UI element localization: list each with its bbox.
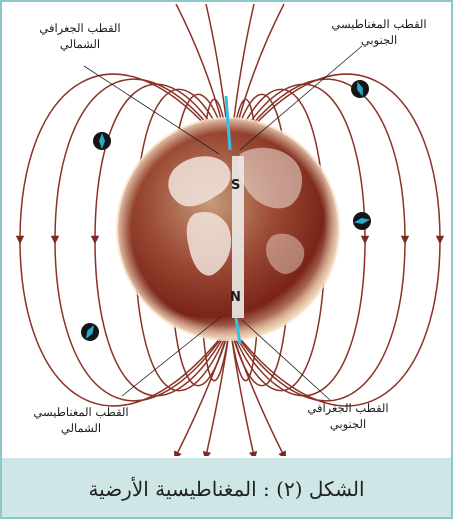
field-line [90, 83, 231, 397]
label-leader-lines [83, 45, 363, 401]
label-magnetic-north: القطب المغناطيسي الشمالي [26, 404, 136, 436]
compass-needle [353, 212, 371, 230]
label-geographic-south-line1: القطب الجغرافي [307, 401, 389, 415]
figure-caption: الشكل (٢) : المغناطيسية الأرضية [2, 458, 451, 517]
label-magnetic-south-line1: القطب المغناطيسي [331, 17, 427, 31]
label-magnetic-south: القطب المغناطيسي الجنوبي [320, 16, 438, 48]
compass-needle [81, 323, 99, 341]
label-magnetic-north-line2: الشمالي [60, 421, 102, 435]
label-magnetic-north-line1: القطب المغناطيسي [33, 405, 129, 419]
bar-magnet [232, 156, 244, 318]
compass-needle [351, 80, 369, 98]
compass-needles [81, 80, 371, 341]
label-magnetic-south-line2: الجنوبي [360, 33, 398, 47]
label-geographic-north-line2: الشمالي [59, 37, 101, 51]
label-geographic-north: القطب الجغرافي الشمالي [34, 20, 126, 52]
field-line [229, 73, 445, 407]
label-geographic-south: القطب الجغرافي الجنوبي [296, 400, 400, 432]
earth-globe: S N [116, 95, 340, 345]
compass-needle [93, 132, 111, 150]
pole-label-n: N [230, 290, 241, 305]
label-geographic-north-line1: القطب الجغرافي [39, 21, 121, 35]
pole-label-s: S [231, 178, 240, 193]
earth-magnetic-field-diagram: S N [15, 4, 445, 456]
field-line [229, 83, 370, 397]
field-line [15, 73, 231, 407]
label-geographic-south-line2: الجنوبي [329, 417, 367, 431]
